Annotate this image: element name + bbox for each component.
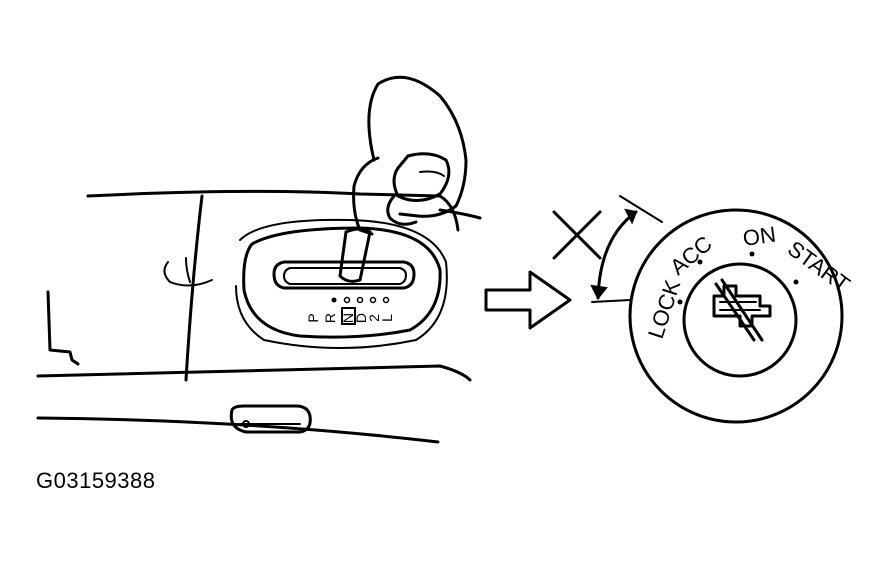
gear-P: P xyxy=(305,313,321,322)
hand-icon xyxy=(352,75,482,236)
shift-lever xyxy=(338,227,372,283)
gear-2: 2 xyxy=(366,314,382,322)
figure-code: G03159388 xyxy=(36,468,156,493)
arrow-right-icon xyxy=(484,270,572,330)
prohibited-x-icon xyxy=(552,210,602,260)
shift-gate xyxy=(235,218,448,349)
ignition-switch: LOCK ACC ON START xyxy=(628,208,854,424)
gear-N: N xyxy=(340,313,356,323)
gear-R: R xyxy=(322,313,338,323)
gear-D: D xyxy=(353,313,369,323)
rotation-arc xyxy=(590,195,663,303)
ignition-lock-label: LOCK xyxy=(643,277,685,342)
ignition-on-label: ON xyxy=(741,222,777,251)
gear-indicator: P R N D 2 L xyxy=(305,296,395,325)
key-slot-icon xyxy=(712,278,772,342)
gear-selected-box xyxy=(341,307,356,325)
gear-L: L xyxy=(379,314,395,322)
ignition-start-label: START xyxy=(783,236,854,297)
